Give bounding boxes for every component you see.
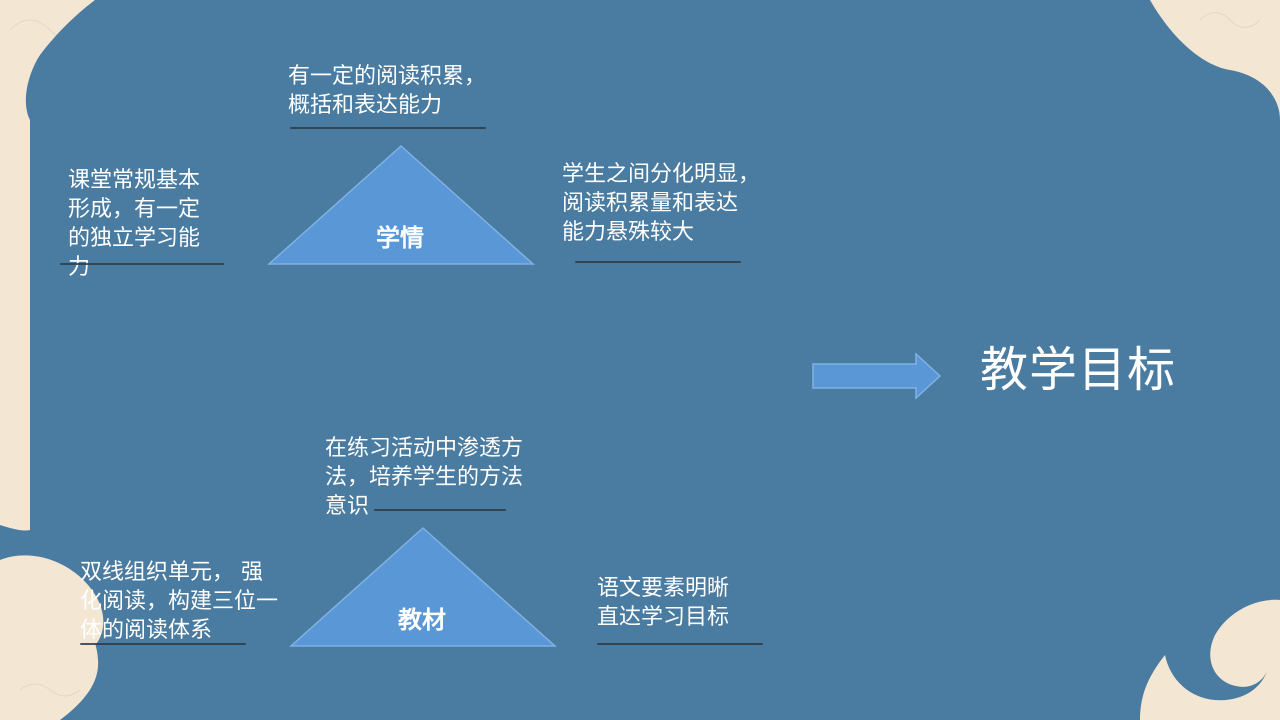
learning-situation-triangle <box>267 144 535 265</box>
textbook-triangle <box>289 526 557 647</box>
right-arrow-icon <box>812 352 942 400</box>
textbook-top-underline <box>374 509 506 511</box>
learning-top-text: 有一定的阅读积累， 概括和表达能力 <box>288 64 487 118</box>
textbook-right-underline <box>597 643 763 645</box>
learning-situation-label: 学情 <box>376 224 424 252</box>
textbook-left-underline <box>80 643 246 645</box>
textbook-right-text: 语文要素明晰 直达学习目标 <box>597 576 730 630</box>
textbook-label: 教材 <box>398 606 446 634</box>
learning-right-text: 学生之间分化明显， 阅读积累量和表达 能力悬殊较大 <box>562 162 761 245</box>
learning-right-underline <box>575 261 741 263</box>
textbook-left-text: 双线组织单元， 强 化阅读，构建三位一 体的阅读体系 <box>80 560 279 643</box>
learning-left-underline <box>60 263 224 265</box>
learning-left-text: 课堂常规基本 形成，有一定 的独立学习能 力 <box>68 168 201 280</box>
teaching-goal-title: 教学目标 <box>980 342 1177 398</box>
textbook-top-text: 在练习活动中渗透方 法，培养学生的方法 意识 <box>325 436 524 519</box>
wave-curl <box>0 555 104 657</box>
learning-top-underline <box>290 127 486 129</box>
